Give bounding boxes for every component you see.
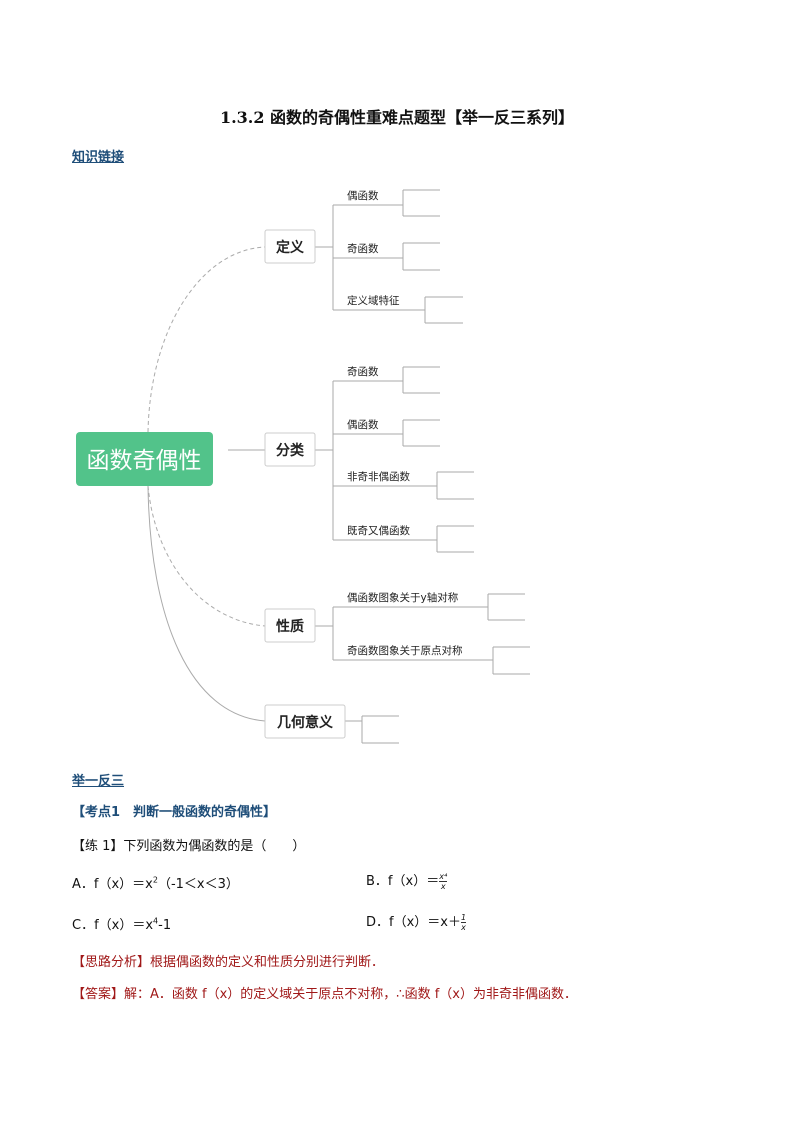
leaf: 非奇非偶函数 (347, 470, 410, 483)
numerator: x⁴ (439, 872, 448, 882)
answer-tag: 【答案】 (72, 987, 125, 1002)
option-c: C．f（x）＝x4-1 (72, 914, 171, 933)
leaf: 奇函数 (347, 242, 379, 255)
node-cls (264, 432, 316, 467)
leaf: 偶函数图象关于y轴对称 (347, 591, 459, 604)
leaf: 定义域特征 (347, 294, 400, 307)
question-stem: 【练 1】下列函数为偶函数的是（ ） (72, 839, 306, 854)
option-label: C． (72, 918, 95, 933)
option-expr: f（x）＝x＋ (389, 915, 461, 930)
option-a: A．f（x）＝x2（-1＜x＜3） (72, 873, 239, 892)
connector-geo (147, 485, 266, 722)
node-def (264, 229, 316, 264)
option-expr: f（x）＝x (93, 877, 153, 892)
answer: 【答案】解：A．函数 f（x）的定义域关于原点不对称，∴函数 f（x）为非奇非偶… (72, 983, 577, 1002)
topic-heading: 【考点1 判断一般函数的奇偶性】 (72, 805, 277, 820)
analysis-text: 根据偶函数的定义和性质分别进行判断． (150, 955, 385, 970)
section-examples: 举一反三 (72, 774, 125, 789)
node-geo-label: 几何意义 (277, 714, 333, 731)
exponent: 4 (153, 916, 159, 926)
leaf: 奇函数图象关于原点对称 (347, 644, 463, 657)
connector-def (147, 246, 266, 433)
section-knowledge-link: 知识链接 (72, 150, 125, 165)
option-label: A． (72, 877, 94, 892)
option-expr: f（x）＝ (387, 874, 440, 889)
option-label: D． (366, 915, 390, 930)
option-expr: f（x）＝x (94, 918, 154, 933)
root-node (76, 432, 213, 486)
leaf: 偶函数 (347, 418, 379, 431)
option-label: B． (366, 874, 388, 889)
option-tail: -1 (158, 918, 172, 933)
node-prop-label: 性质 (276, 618, 304, 635)
root-label: 函数奇偶性 (87, 448, 202, 474)
connector-prop (147, 485, 266, 627)
option-tail: （-1＜x＜3） (157, 877, 239, 892)
mind-map: 函数奇偶性 定义 分类 性质 几何意义 偶函数 奇函数 定义域特征 奇函数 偶函… (76, 189, 530, 744)
node-cls-label: 分类 (276, 442, 305, 459)
leaf: 偶函数 (347, 189, 379, 202)
analysis-tag: 【思路分析】 (72, 955, 151, 970)
denominator: x (440, 882, 446, 891)
node-prop (264, 608, 316, 643)
denominator: x (461, 923, 466, 932)
exponent: 2 (152, 875, 158, 885)
numerator: 1 (460, 913, 467, 923)
leaf: 奇函数 (347, 365, 379, 378)
leaf: 既奇又偶函数 (347, 524, 410, 537)
page-title: 1.3.2 函数的奇偶性重难点题型【举一反三系列】 (219, 108, 575, 127)
answer-text: 解：A．函数 f（x）的定义域关于原点不对称，∴函数 f（x）为非奇非偶函数． (124, 987, 577, 1002)
node-def-label: 定义 (276, 239, 304, 256)
analysis: 【思路分析】根据偶函数的定义和性质分别进行判断． (72, 951, 384, 970)
node-geo (264, 704, 346, 739)
